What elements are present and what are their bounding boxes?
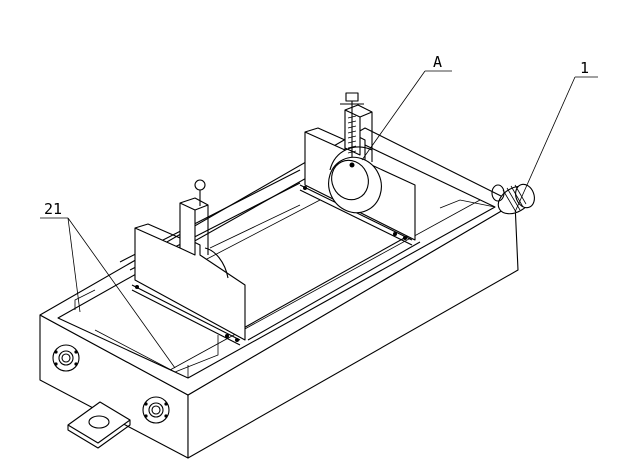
left-strip-bolt xyxy=(135,285,139,289)
trough-floor-line-4 xyxy=(94,329,176,373)
left-strip-2 xyxy=(131,289,241,346)
left-strip-bolt-3 xyxy=(235,338,239,342)
leader-21-b xyxy=(67,217,176,369)
port-left-bolt-4 xyxy=(74,362,78,366)
ring-depth xyxy=(329,146,373,171)
port-left-bolt-3 xyxy=(54,362,58,366)
thread-marks xyxy=(347,115,357,154)
right-strip-bolt-3 xyxy=(403,236,407,240)
rail-mid-2 xyxy=(204,199,321,261)
port-right-bolt xyxy=(144,402,148,406)
rail-mid xyxy=(209,204,301,249)
right-strip-bolt xyxy=(303,186,307,190)
callout-a: A xyxy=(433,53,442,71)
right-screw-head xyxy=(345,92,359,102)
ring-inner xyxy=(331,159,369,201)
motor-flange xyxy=(491,184,505,202)
trough-end-step xyxy=(439,199,496,209)
left-clamp-edge xyxy=(134,223,181,239)
left-strip xyxy=(131,284,241,341)
front-port-left xyxy=(52,344,80,372)
left-screw-head xyxy=(194,179,206,191)
rail-front-2 xyxy=(247,241,421,341)
ring-workpiece xyxy=(328,146,382,214)
port-right-bolt-4 xyxy=(164,414,168,418)
left-strip-bolt-2 xyxy=(225,334,229,338)
right-strip-bolt-2 xyxy=(393,232,397,236)
ring-contact xyxy=(349,162,355,168)
port-right-bolt-2 xyxy=(164,402,168,406)
front-port-right xyxy=(142,396,170,424)
port-left-flange xyxy=(52,344,80,372)
port-right-flange xyxy=(142,396,170,424)
left-clamp xyxy=(131,179,246,346)
trough-floor-line xyxy=(74,289,96,310)
mounting-tab-edge xyxy=(67,420,131,449)
leader-lines xyxy=(40,70,598,369)
trough-end-step-2 xyxy=(174,335,219,373)
port-right-bore xyxy=(148,402,164,418)
right-clamp-post-edge xyxy=(359,111,373,118)
callout-1: 1 xyxy=(580,59,589,77)
leader-a xyxy=(361,70,426,161)
leader-1 xyxy=(514,76,576,213)
trough-floor-line-3 xyxy=(169,199,481,371)
ring-outer xyxy=(328,156,382,214)
leader-21-a xyxy=(67,217,81,313)
callout-21: 21 xyxy=(44,200,62,218)
port-left-bore xyxy=(58,350,74,366)
left-clamp-top xyxy=(179,197,209,255)
port-left-core xyxy=(61,353,71,363)
port-left-bolt-2 xyxy=(74,350,78,354)
left-clamp-post-edge xyxy=(194,204,209,211)
right-clamp-edge xyxy=(304,127,346,141)
right-strip-2 xyxy=(299,189,413,246)
left-curve-piece xyxy=(204,247,229,279)
port-right-bolt-3 xyxy=(144,414,148,418)
port-right-core xyxy=(151,405,161,415)
mounting-tab-hole xyxy=(88,415,110,429)
left-clamp-post xyxy=(179,202,196,256)
port-left-bolt xyxy=(54,350,58,354)
rail-front xyxy=(239,231,416,331)
mounting-tab xyxy=(67,401,131,449)
